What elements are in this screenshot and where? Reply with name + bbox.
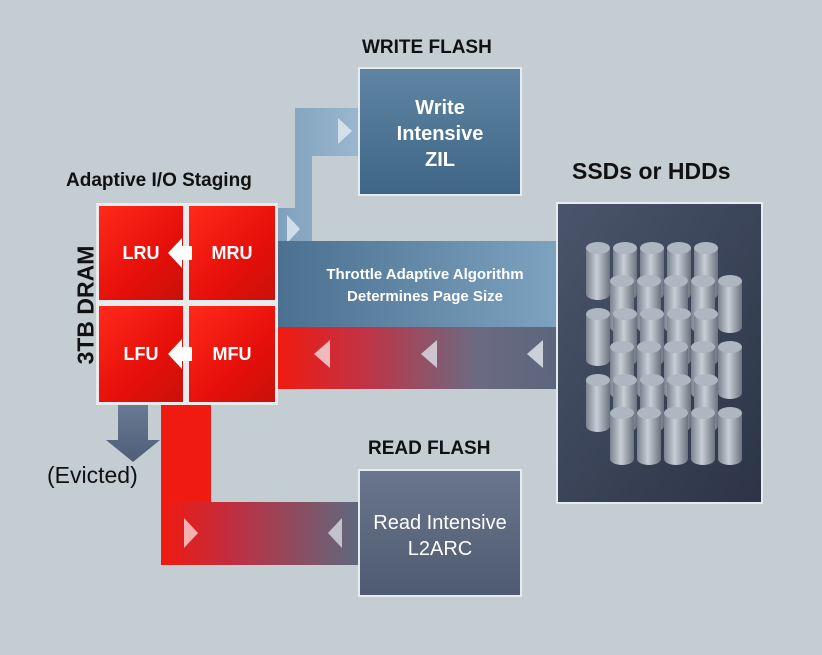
mru-label: MRU [211,242,253,263]
mfu-cell: MFU [187,304,277,404]
read-l2arc-text: Read Intensive L2ARC [359,510,521,562]
write-line-1: Write [415,97,465,119]
write-line-3: ZIL [425,149,455,171]
read-line-1: Read Intensive [373,512,507,534]
disk-cylinder-icon [586,308,610,366]
read-line-2: L2ARC [407,538,473,560]
mfu-label: MFU [212,343,252,364]
disk-cylinder-icon [586,242,610,300]
lru-label: LRU [122,242,160,263]
disk-cylinder-icon [637,407,661,465]
throttle-line-2: Determines Page Size [347,288,503,305]
disk-cylinder-icon [586,374,610,432]
write-intensive-zil-box [358,67,522,196]
write-flash-title: WRITE FLASH [362,37,492,58]
write-line-2: Intensive [396,123,484,145]
disk-cylinder-icon [718,341,742,399]
disk-cylinder-icon [718,275,742,333]
storage-title: SSDs or HDDs [572,158,731,184]
lru-cell: LRU [97,204,185,302]
disk-cylinders [586,242,742,465]
throttle-line-1: Throttle Adaptive Algorithm [326,266,524,283]
lfu-label: LFU [123,343,159,364]
read-intensive-l2arc-box [358,469,522,597]
lfu-cell: LFU [97,304,185,404]
read-flash-title: READ FLASH [368,438,491,459]
disk-cylinder-icon [718,407,742,465]
evicted-arrow [106,405,160,462]
dram-label: 3TB DRAM [72,245,99,365]
throttle-text: Throttle Adaptive Algorithm Determines P… [300,264,550,308]
disk-cylinder-icon [691,407,715,465]
disk-cylinder-icon [610,407,634,465]
mru-cell: MRU [187,204,277,302]
adaptive-staging-title: Adaptive I/O Staging [66,170,252,191]
throttle-band [278,241,560,327]
disk-cylinder-icon [664,407,688,465]
evicted-label: (Evicted) [47,462,138,488]
write-zil-text: Write Intensive ZIL [359,95,521,173]
